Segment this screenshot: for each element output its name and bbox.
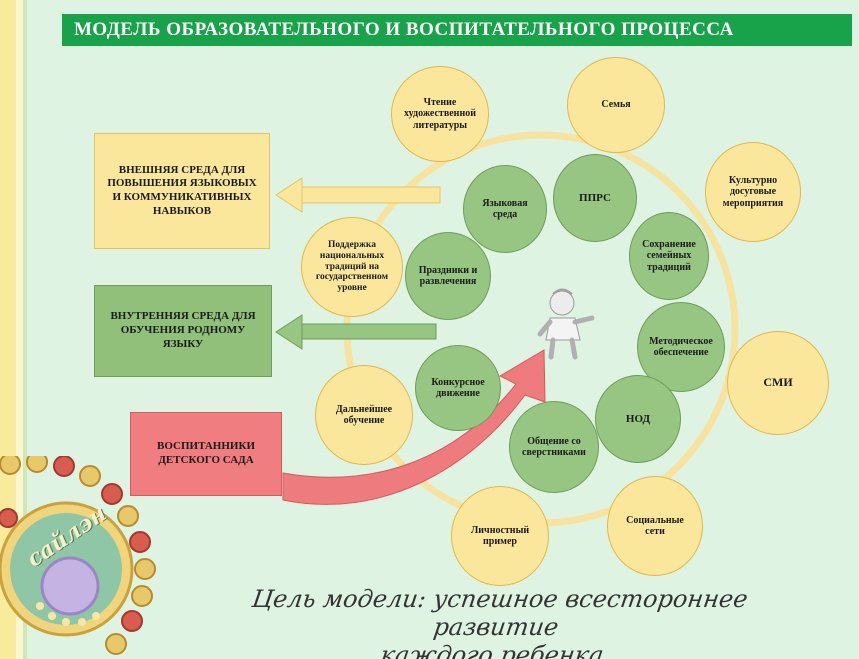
inner-circle-contest: Конкурсное движение xyxy=(415,345,501,431)
left-stripe-green xyxy=(23,0,27,659)
outer-circle-family: Семья xyxy=(567,57,665,153)
arrow-external xyxy=(275,177,441,213)
outer-circle-traditions: Поддержка национальных традиций на госуд… xyxy=(301,217,403,317)
outer-circle-culture: Культурно досуговые мероприятия xyxy=(705,142,801,242)
inner-circle-holidays: Праздники и развлечения xyxy=(405,232,491,320)
inner-circle-language: Языковая среда xyxy=(463,165,547,253)
left-stripe-light xyxy=(16,0,23,659)
left-stripe-yellow xyxy=(0,0,16,659)
outer-circle-social: Социальные сети xyxy=(607,476,703,576)
child-figure-icon xyxy=(537,288,595,360)
inner-circle-peers: Общение со сверстниками xyxy=(509,401,599,493)
page-title: МОДЕЛЬ ОБРАЗОВАТЕЛЬНОГО И ВОСПИТАТЕЛЬНОГ… xyxy=(74,19,734,40)
title-bar: МОДЕЛЬ ОБРАЗОВАТЕЛЬНОГО И ВОСПИТАТЕЛЬНОГ… xyxy=(62,14,852,46)
outer-circle-media: СМИ xyxy=(727,331,829,435)
sailen-logo xyxy=(0,456,156,655)
internal-environment-box: ВНУТРЕННЯЯ СРЕДА ДЛЯ ОБУЧЕНИЯ РОДНОМУ ЯЗ… xyxy=(94,285,272,377)
pupils-box: ВОСПИТАННИКИ ДЕТСКОГО САДА xyxy=(130,412,282,496)
goal-line-1: Цель модели: успешное всестороннее разви… xyxy=(250,585,750,641)
arrow-internal xyxy=(275,314,437,350)
external-environment-box: ВНЕШНЯЯ СРЕДА ДЛЯ ПОВЫШЕНИЯ ЯЗЫКОВЫХ И К… xyxy=(94,133,270,249)
inner-circle-pprs: ППРС xyxy=(553,154,637,242)
model-goal-text: Цель модели: успешное всестороннее разви… xyxy=(190,585,802,659)
inner-circle-nod: НОД xyxy=(595,375,681,463)
inner-circle-family-traditions: Сохранение семейных традиций xyxy=(629,212,709,300)
outer-circle-example: Личностный пример xyxy=(451,486,549,586)
outer-circle-further: Дальнейшее обучение xyxy=(315,365,413,465)
goal-line-2: каждого ребенка xyxy=(378,641,606,659)
outer-circle-reading: Чтение художественной литературы xyxy=(391,66,489,162)
